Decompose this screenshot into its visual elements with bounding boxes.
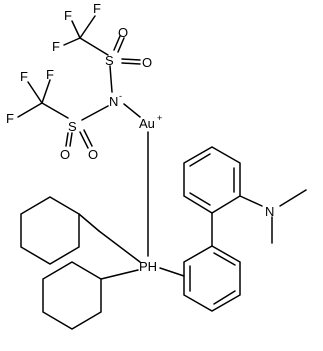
bond-f4-c2: [27, 81, 43, 104]
bond-s1-o1-double: [117, 37, 125, 53]
phenyl-ring-upper: [183, 146, 241, 214]
bond-f2-c1: [79, 15, 96, 39]
bond-phenyl-nme2: [239, 195, 263, 207]
atom-f1: F: [64, 8, 72, 23]
bond-s2-o3-double: [83, 129, 93, 147]
bond-s2-o3: [79, 131, 89, 149]
phenyl-ring-lower: [183, 245, 241, 312]
atom-f2: F: [93, 1, 101, 16]
bond-c2-s2: [41, 102, 69, 119]
bond-s1-o2-double: [121, 62, 141, 65]
phenyl-upper-inner-2: [189, 192, 211, 206]
bond-f1-c1: [71, 20, 81, 39]
bond-c1-s1: [79, 37, 109, 56]
bond-n-au: [123, 103, 141, 118]
atom-au: Au: [139, 116, 155, 131]
bond-s2-o4-double: [69, 132, 73, 147]
bond-cy1-ch2: [78, 213, 100, 232]
bond-f5-c2: [41, 79, 51, 104]
phenyl-lower-inner-2: [213, 290, 236, 305]
cyclohexyl-ring-upper: [20, 196, 80, 265]
bond-cy2-p: [100, 269, 139, 280]
n-charge: -: [119, 91, 122, 101]
phenyl-lower-inner-1: [213, 252, 236, 266]
atom-s1: S: [105, 53, 114, 68]
bond-s1-o1: [113, 35, 121, 51]
atom-o3: O: [88, 147, 98, 162]
cyclohexyl-ring-lower: [42, 261, 102, 330]
atom-s2: S: [68, 119, 77, 134]
atom-o1: O: [118, 25, 128, 40]
atom-n-dimethylamino: N: [265, 204, 274, 219]
atom-o2: O: [142, 55, 152, 70]
au-charge: +: [157, 113, 162, 123]
atom-f3: F: [52, 39, 60, 54]
atom-f5: F: [46, 67, 54, 82]
bond-p-phenyl: [159, 267, 185, 277]
bond-n-s2: [81, 105, 109, 121]
atom-p: PH: [139, 259, 157, 274]
atom-o4: O: [60, 147, 70, 162]
bond-s2-o4: [65, 132, 69, 147]
bond-s1-o2: [121, 58, 141, 61]
atom-f6: F: [6, 111, 14, 126]
atom-f4: F: [20, 69, 28, 84]
bond-s1-n: [109, 65, 113, 93]
bond-cy1-p: [98, 230, 141, 263]
bond-f6-c2: [17, 102, 43, 118]
bond-n-methyl-1: [279, 189, 307, 207]
atom-n: N: [109, 94, 118, 109]
bond-f3-c1: [63, 37, 81, 46]
phenyl-upper-inner-1: [189, 153, 211, 167]
